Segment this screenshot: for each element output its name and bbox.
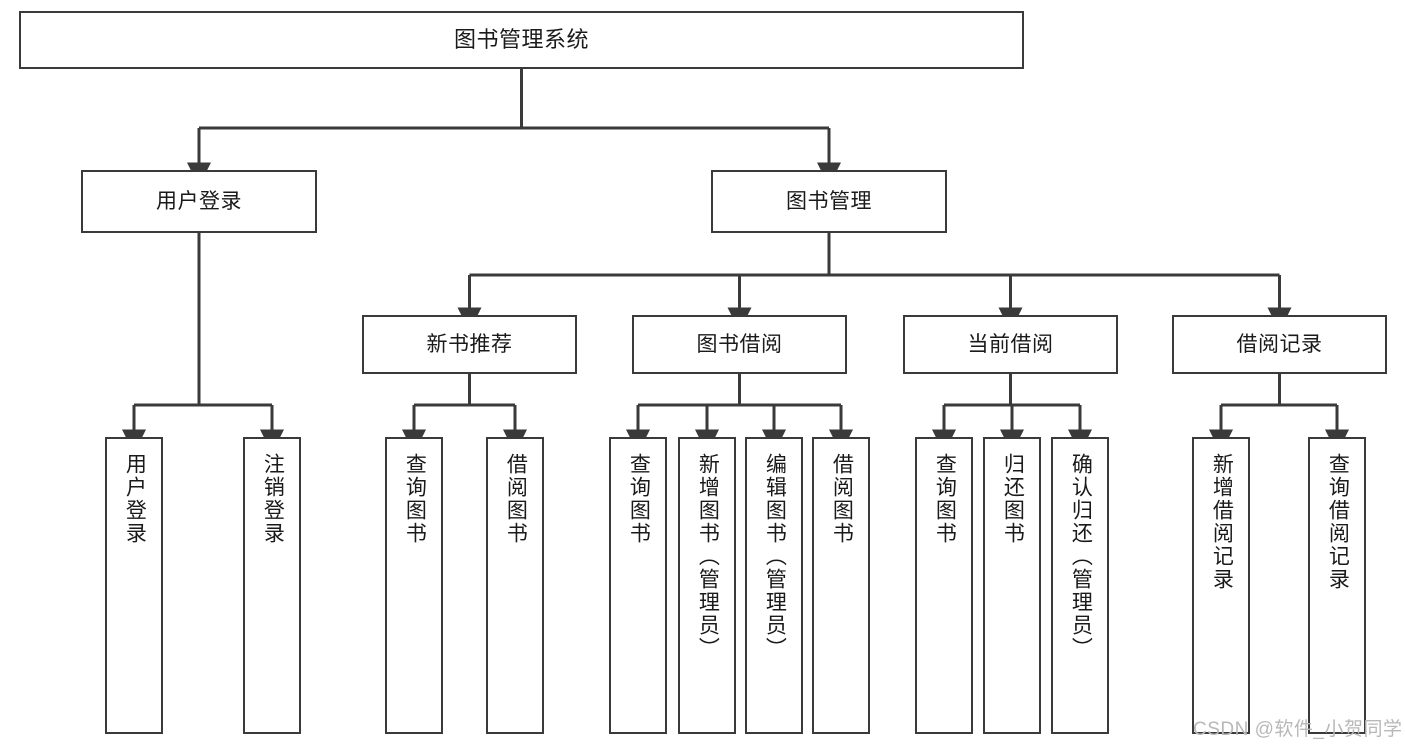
node-label: 图书借阅 [696,332,783,356]
node-leaf-add-book[interactable]: 新增图书（管理员） [678,437,736,734]
node-label: 图书管理 [786,189,872,213]
node-label: 查询图书 [403,453,427,545]
node-leaf-borrow-book-1[interactable]: 借阅图书 [486,437,544,734]
node-borrow-record[interactable]: 借阅记录 [1172,315,1387,374]
node-leaf-query-book-2[interactable]: 查询图书 [609,437,667,734]
node-label: 新增借阅记录 [1210,453,1234,591]
node-leaf-query-book-3[interactable]: 查询图书 [915,437,973,734]
watermark-label: CSDN @软件_小贺同学 [1193,719,1403,740]
node-label: 查询图书 [627,453,651,545]
node-label: 用户登录 [123,453,147,545]
node-label: 查询借阅记录 [1326,453,1350,591]
node-label: 用户登录 [156,189,242,213]
node-label: 编辑图书（管理员） [763,453,787,660]
node-leaf-user-login[interactable]: 用户登录 [105,437,163,734]
node-label: 确认归还（管理员） [1069,453,1093,660]
node-leaf-borrow-book-2[interactable]: 借阅图书 [812,437,870,734]
node-label: 图书管理系统 [453,26,589,52]
node-label: 新书推荐 [426,332,513,356]
node-label: 查询图书 [933,453,957,545]
node-leaf-confirm-return[interactable]: 确认归还（管理员） [1051,437,1109,734]
node-root[interactable]: 图书管理系统 [19,11,1024,69]
node-label: 借阅图书 [504,453,528,545]
node-leaf-query-book-1[interactable]: 查询图书 [385,437,443,734]
node-leaf-edit-book[interactable]: 编辑图书（管理员） [745,437,803,734]
node-current-borrow[interactable]: 当前借阅 [903,315,1118,374]
node-label: 借阅图书 [830,453,854,545]
node-book-borrow[interactable]: 图书借阅 [632,315,847,374]
node-leaf-logout[interactable]: 注销登录 [243,437,301,734]
node-leaf-return-book[interactable]: 归还图书 [983,437,1041,734]
node-label: 借阅记录 [1236,332,1323,356]
node-label: 注销登录 [261,453,285,545]
node-leaf-add-record[interactable]: 新增借阅记录 [1192,437,1250,734]
edges-group [122,69,1349,454]
node-user-login[interactable]: 用户登录 [81,170,317,233]
node-label: 新增图书（管理员） [696,453,720,660]
node-new-book-recommend[interactable]: 新书推荐 [362,315,577,374]
node-leaf-query-record[interactable]: 查询借阅记录 [1308,437,1366,734]
node-book-manage[interactable]: 图书管理 [711,170,947,233]
node-label: 当前借阅 [967,332,1054,356]
node-label: 归还图书 [1001,453,1025,545]
